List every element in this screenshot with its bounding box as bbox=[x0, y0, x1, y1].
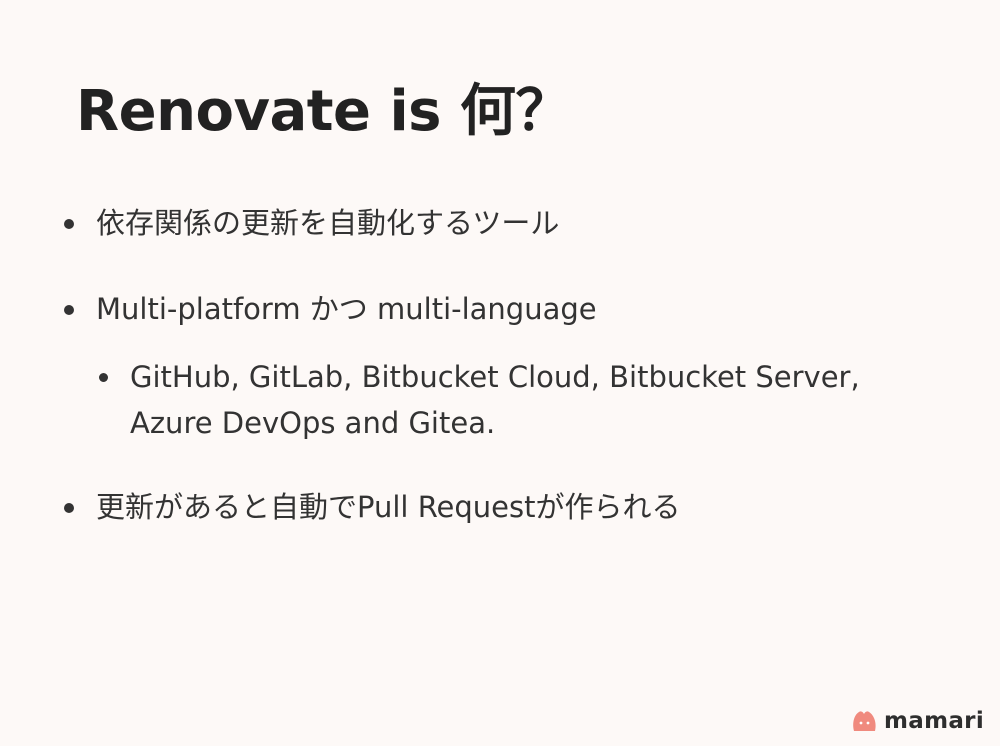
mamari-logo: mamari bbox=[851, 708, 984, 734]
bullet-item: Multi-platform かつ multi-language bbox=[60, 286, 920, 332]
mamari-blob-icon bbox=[853, 711, 876, 731]
bullet-text: 依存関係の更新を自動化するツール bbox=[96, 206, 560, 240]
bullet-dot-icon bbox=[64, 503, 74, 513]
sub-bullet-item: GitHub, GitLab, Bitbucket Cloud, Bitbuck… bbox=[94, 354, 890, 446]
bullet-dot-icon bbox=[64, 305, 74, 315]
bullet-text: Multi-platform かつ multi-language bbox=[96, 292, 597, 326]
bullet-item: 依存関係の更新を自動化するツール bbox=[60, 200, 920, 246]
bullet-dot-icon bbox=[99, 373, 108, 382]
bullet-dot-icon bbox=[64, 219, 74, 229]
logo-text: mamari bbox=[884, 708, 984, 734]
slide-title: Renovate is 何？ bbox=[76, 79, 572, 144]
bullet-item: 更新があると自動でPull Requestが作られる bbox=[60, 484, 920, 530]
bullet-text: 更新があると自動でPull Requestが作られる bbox=[96, 490, 681, 524]
sub-bullet-text: GitHub, GitLab, Bitbucket Cloud, Bitbuck… bbox=[130, 360, 860, 440]
bullet-list: 依存関係の更新を自動化するツール Multi-platform かつ multi… bbox=[60, 200, 920, 530]
